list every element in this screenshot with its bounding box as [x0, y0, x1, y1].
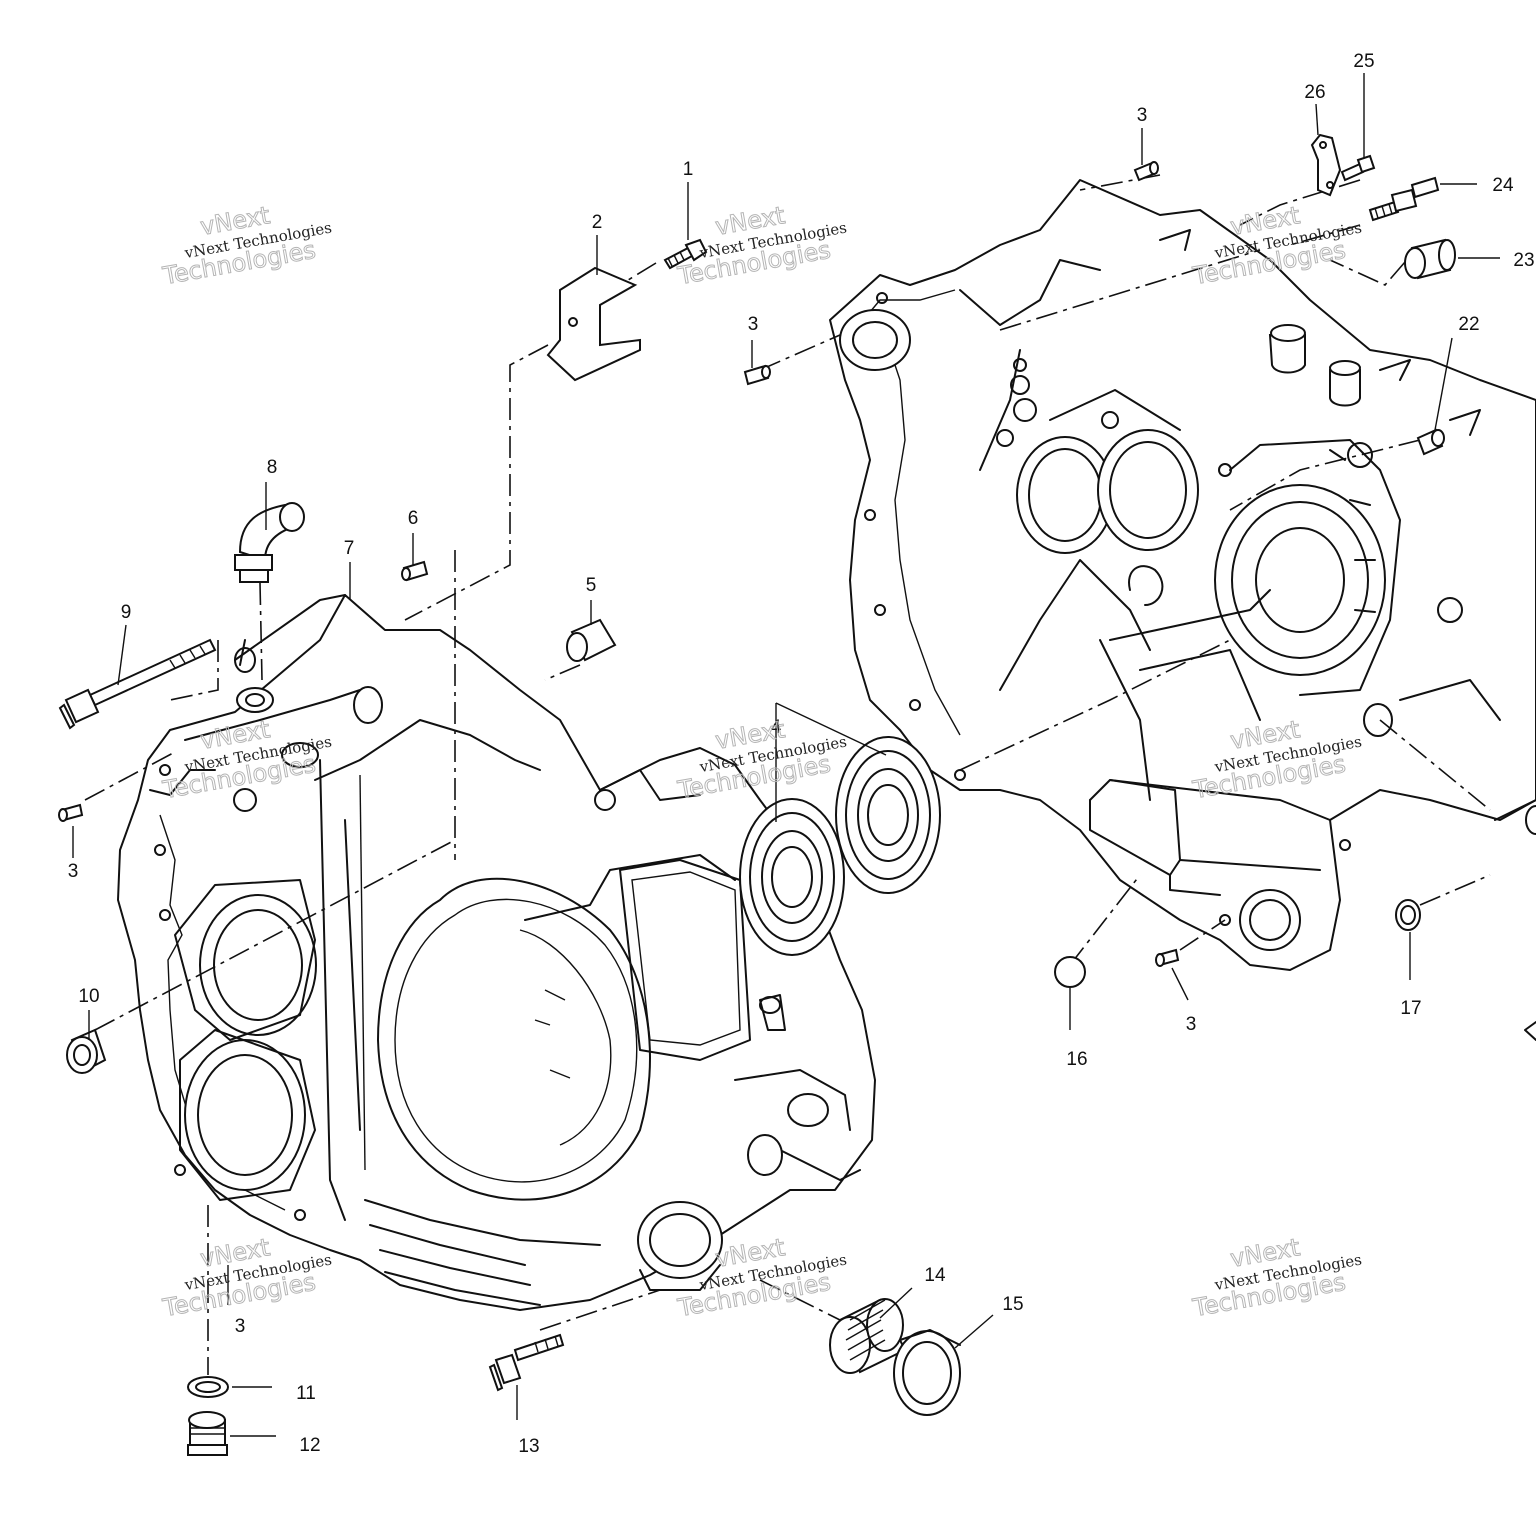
callout-4: 4: [771, 717, 782, 738]
bracket-2: [546, 266, 641, 382]
callout-22: 22: [1458, 314, 1479, 335]
callout-14: 14: [924, 1265, 946, 1286]
elbow-fitting-8: [234, 502, 305, 583]
bushing-23: [1404, 238, 1456, 280]
callout-11: 11: [296, 1383, 316, 1404]
watermark-middle-left: vNext vNext Technologies Technologies: [160, 715, 334, 805]
bolt-1: [663, 238, 708, 270]
callout-5: 5: [586, 575, 597, 596]
small-parts: [58, 133, 1456, 1456]
callout-3-lower-right: 3: [1186, 1014, 1197, 1035]
washer-11: [187, 1376, 229, 1398]
callout-3-top-center: 3: [748, 314, 759, 335]
callout-1: 1: [683, 159, 694, 180]
ball-bearing-4a: [739, 798, 845, 956]
o-ring-17: [1395, 899, 1421, 931]
leader-lines: [72, 73, 1500, 1437]
watermark-middle-center: vNext vNext Technologies Technologies: [675, 715, 849, 805]
plate-26: [1310, 133, 1342, 197]
callout-26: 26: [1304, 82, 1325, 103]
callout-16: 16: [1066, 1049, 1087, 1070]
callout-8: 8: [267, 457, 278, 478]
right-crankcase-half: [829, 179, 1536, 1041]
bushing-5: [566, 618, 617, 662]
stud-bolt-24: [1368, 176, 1440, 222]
long-bolt-9: [58, 638, 217, 730]
left-crankcase-half: [117, 594, 876, 1311]
dowel-3-left: [58, 803, 84, 822]
bushing-10: [66, 1028, 107, 1074]
bolt-13: [488, 1333, 565, 1392]
callout-25: 25: [1353, 51, 1374, 72]
callout-17: 17: [1400, 998, 1421, 1019]
watermark-top-right: vNext vNext Technologies Technologies: [1190, 201, 1364, 291]
callout-3-top-right: 3: [1137, 105, 1148, 126]
callout-10: 10: [78, 986, 99, 1007]
callout-labels: 1 2 3 3 3 3 3 4 5 6 7 8 9 10 11 12 13 14…: [68, 51, 1535, 1457]
callout-3-left: 3: [68, 861, 79, 882]
callout-13: 13: [518, 1436, 539, 1457]
callout-2: 2: [592, 212, 603, 233]
callout-7: 7: [344, 538, 355, 559]
dowel-3-lower-right: [1155, 948, 1180, 967]
callout-12: 12: [299, 1435, 320, 1456]
watermarks: vNext vNext Technologies Technologies vN…: [160, 201, 1364, 1323]
ball-bearing-4b: [835, 736, 941, 894]
bolt-25: [1340, 154, 1376, 182]
watermark-middle-right: vNext vNext Technologies Technologies: [1190, 715, 1364, 805]
dowel-22: [1416, 428, 1445, 456]
needle-bearing-14: [829, 1298, 907, 1374]
callout-6: 6: [408, 508, 419, 529]
oil-seal-15: [893, 1329, 961, 1416]
watermark-bottom-left: vNext vNext Technologies Technologies: [160, 1233, 334, 1323]
callout-9: 9: [121, 602, 132, 623]
callout-24: 24: [1492, 175, 1514, 196]
dowel-6: [401, 560, 429, 582]
dowel-3-top-left: [743, 364, 771, 386]
watermark-bottom-right: vNext vNext Technologies Technologies: [1190, 1233, 1364, 1323]
ball-16: [1054, 956, 1086, 988]
callout-23: 23: [1513, 250, 1534, 271]
callout-3-bottom: 3: [235, 1316, 246, 1337]
watermark-top-center: vNext vNext Technologies Technologies: [675, 201, 849, 291]
drain-plug-12: [187, 1411, 228, 1456]
callout-15: 15: [1002, 1294, 1023, 1315]
watermark-top-left: vNext vNext Technologies Technologies: [160, 201, 334, 291]
dowel-3-top-right: [1133, 161, 1159, 182]
